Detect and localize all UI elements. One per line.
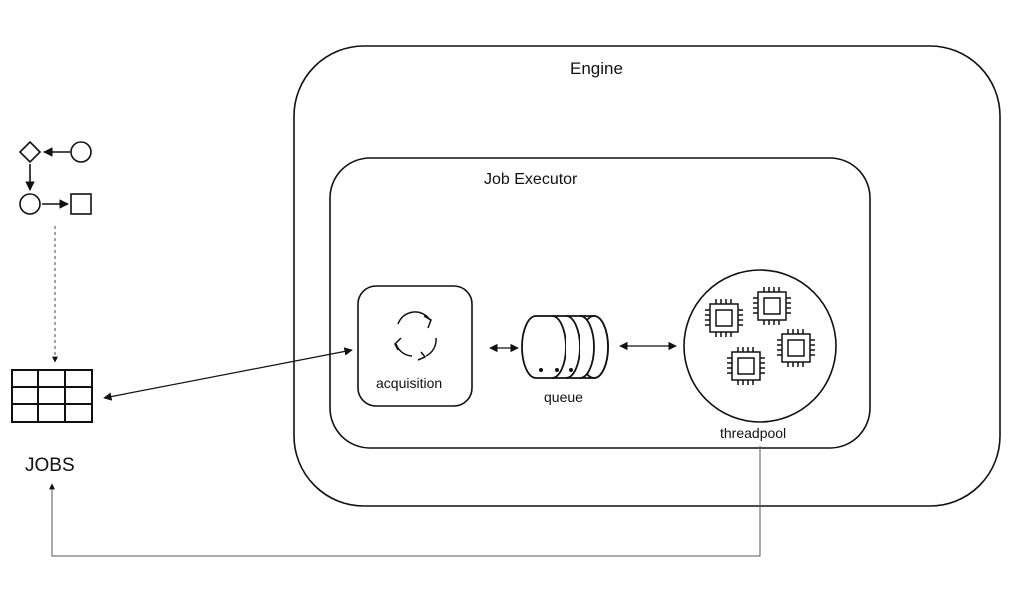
job-executor-box	[329, 157, 871, 449]
job-executor-label: Job Executor	[484, 171, 578, 188]
cpu-chip-icon	[777, 329, 815, 367]
queue-label: queue	[544, 389, 583, 405]
cpu-chip-icon	[705, 299, 743, 337]
cpu-chip-icon	[753, 287, 791, 325]
acquisition-label: acquisition	[376, 375, 443, 391]
jobs-acquisition-arrow	[103, 347, 353, 401]
engine-box	[293, 45, 1001, 507]
threadpool-circle	[683, 269, 837, 423]
table-grid-icon	[11, 369, 93, 423]
jobs-label: JOBS	[25, 455, 75, 476]
threadpool-label: threadpool	[720, 425, 787, 441]
refresh-cycle-icon	[394, 311, 437, 361]
cpu-chip-icon	[727, 347, 765, 385]
workflow-shapes-icon	[18, 140, 92, 215]
threadpool-to-jobs-return-line	[49, 446, 761, 557]
engine-label: Engine	[570, 59, 623, 78]
queue-cylinder-icon	[521, 315, 609, 379]
acquisition-box	[357, 285, 473, 407]
